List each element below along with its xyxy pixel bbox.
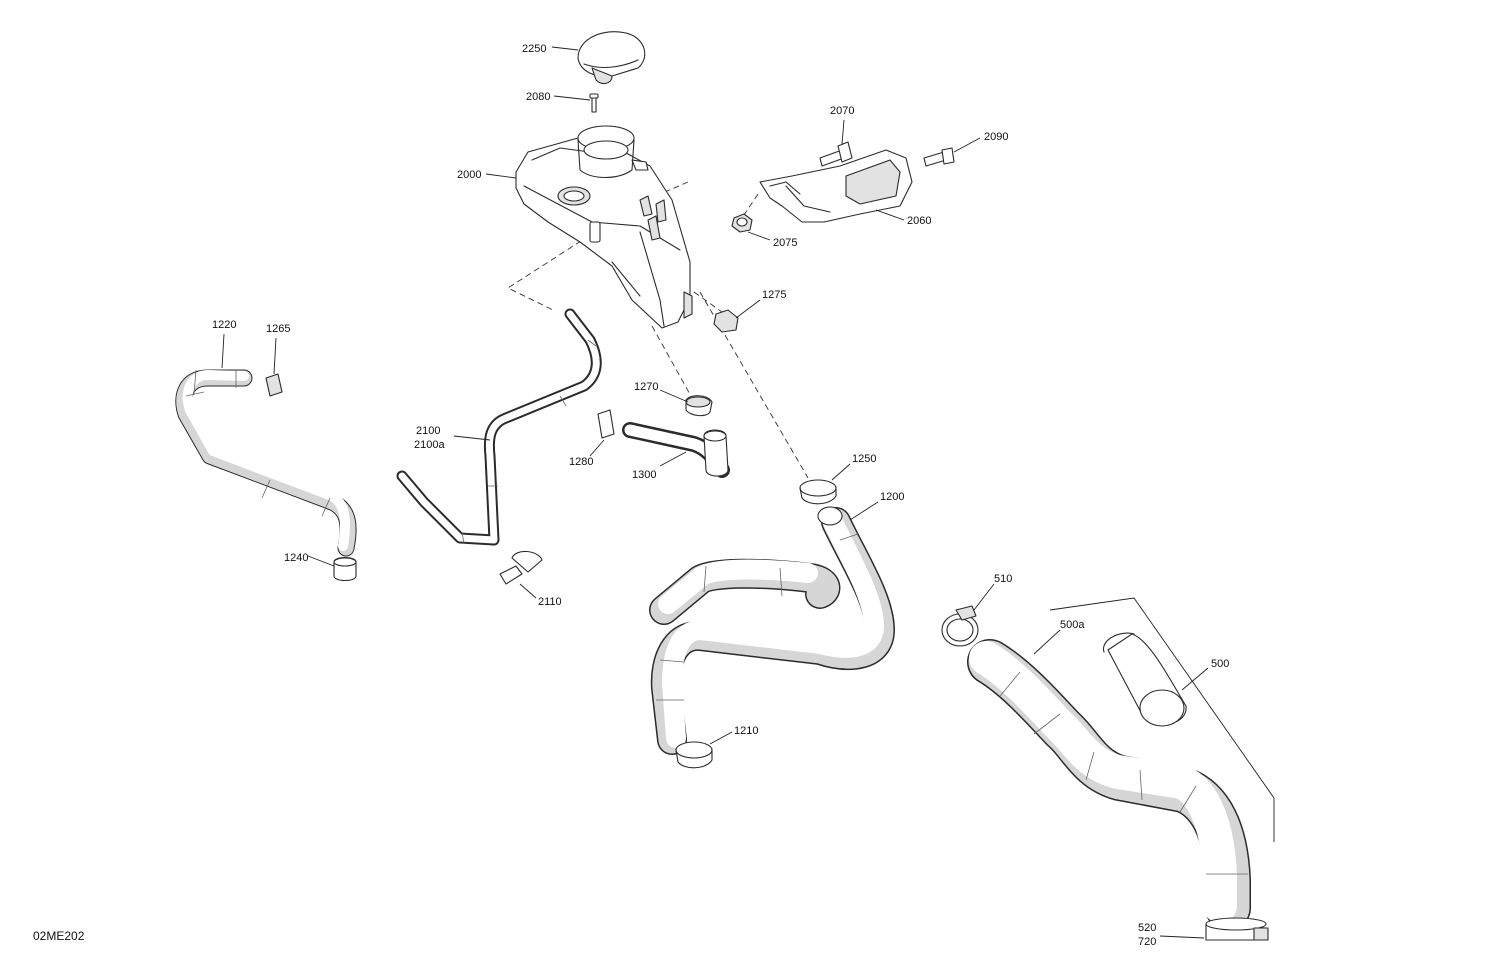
callout-2000: 2000: [457, 169, 481, 181]
callout-leader-lines: [221, 46, 1209, 939]
part-520-clamp: [1205, 917, 1269, 941]
part-2075-nut: [731, 213, 753, 233]
part-1265-clamp: [265, 373, 283, 397]
callout-1275: 1275: [762, 289, 786, 301]
callout-1280: 1280: [569, 456, 593, 468]
part-1275-plug: [713, 309, 739, 333]
part-1270-clamp: [685, 395, 713, 417]
callout-510: 510: [994, 573, 1012, 585]
callout-500a: 500a: [1060, 619, 1085, 631]
callout-2090: 2090: [984, 131, 1008, 143]
callout-2250: 2250: [522, 43, 546, 55]
callout-2100: 2100: [416, 425, 440, 437]
callout-500: 500: [1211, 658, 1229, 670]
part-2080-valve: [589, 93, 599, 113]
part-2090-bolt: [923, 147, 955, 167]
part-2100-hose: [396, 308, 602, 546]
callout-2070: 2070: [830, 105, 854, 117]
callout-2100a: 2100a: [414, 439, 445, 451]
part-1280-clamp: [597, 409, 615, 439]
part-1300-hose: [622, 422, 730, 478]
part-2070-bolt: [819, 141, 853, 167]
callout-2060: 2060: [907, 215, 931, 227]
part-2000-coolant-reservoir: [515, 125, 693, 329]
callout-720: 720: [1138, 936, 1156, 948]
part-1210-clamp: [675, 741, 713, 769]
part-1240-clamp: [333, 556, 357, 582]
part-1250-clamp: [799, 479, 837, 505]
callout-1265: 1265: [266, 323, 290, 335]
part-2110-clip: [499, 550, 543, 585]
group-500-bracket: [1049, 597, 1275, 842]
callout-520: 520: [1138, 922, 1156, 934]
callout-1240: 1240: [284, 552, 308, 564]
part-500a-hose: [967, 639, 1251, 931]
callout-1220: 1220: [212, 319, 236, 331]
callout-labels: 2250 2080 2000 2070 2090 2060 2075 1275 …: [212, 43, 1229, 948]
part-2060-bracket: [759, 149, 913, 223]
callout-2110: 2110: [538, 596, 562, 608]
callout-1200: 1200: [880, 491, 904, 503]
callout-1300: 1300: [632, 469, 656, 481]
callout-1210: 1210: [734, 725, 758, 737]
callout-1250: 1250: [852, 453, 876, 465]
callout-2075: 2075: [773, 237, 797, 249]
part-2250-pressure-cap: [577, 31, 646, 85]
part-1200-hose: [649, 506, 895, 755]
part-510-clamp: [941, 605, 979, 647]
callout-1270: 1270: [634, 381, 658, 393]
part-1220-hose: [175, 369, 357, 557]
diagram-code: 02ME202: [33, 929, 85, 943]
part-500-hose-section: [1103, 632, 1187, 727]
callout-2080: 2080: [526, 91, 550, 103]
